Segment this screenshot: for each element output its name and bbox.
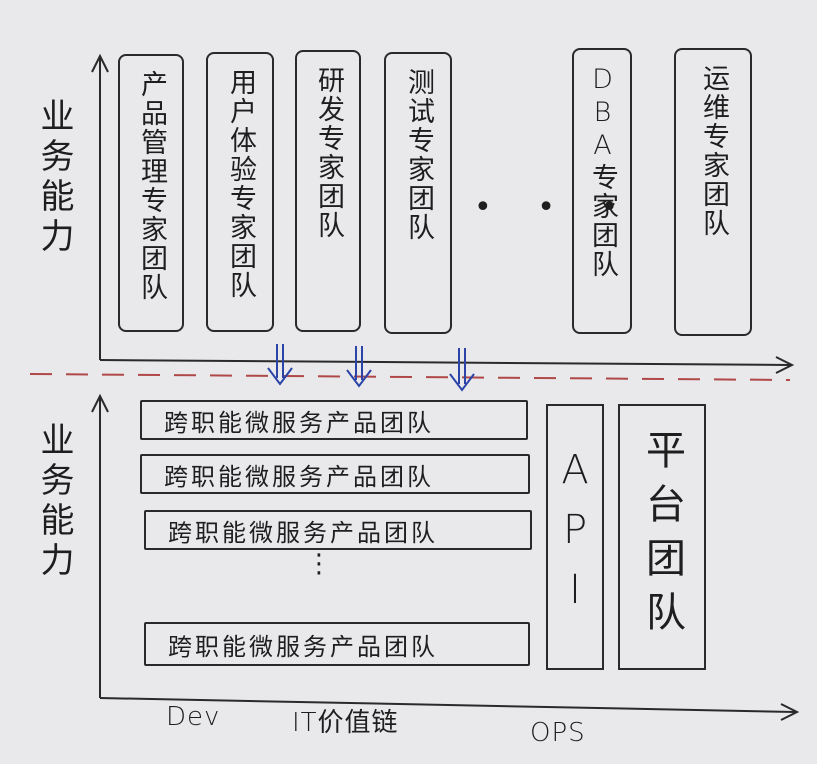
upper-y-arrowhead [91,53,109,73]
lower-y-arrowhead [91,393,109,413]
upper-axis-label: 业务能力 [34,98,74,258]
row-label: 跨职能微服务产品团队 [164,408,434,437]
row-label: 跨职能微服务产品团队 [168,632,438,661]
lower-x-axis [99,697,796,713]
lower-axis-label: 业务能力 [34,422,74,582]
team-label: 测试专家团队 [403,68,434,242]
row-label: 跨职能微服务产品团队 [164,462,434,491]
api-box: API [546,404,604,670]
down-arrow-1 [267,344,293,386]
team-product-management: 产品管理专家团队 [118,54,184,332]
rows-vertical-ellipsis: ⋮ [306,549,332,579]
api-label: API [552,447,598,627]
microservice-team-row-2: 跨职能微服务产品团队 [140,454,530,494]
team-label: 研发专家团队 [313,66,344,240]
x-axis-label-it-value-chain: IT价值链 [292,708,399,738]
microservice-team-row-1: 跨职能微服务产品团队 [140,400,528,440]
team-label: 产品管理专家团队 [136,70,167,302]
row-label: 跨职能微服务产品团队 [168,518,438,547]
team-ops: 运维专家团队 [674,48,752,336]
x-axis-label-ops: OPS [530,718,586,748]
team-rd: 研发专家团队 [295,50,361,332]
down-arrow-3 [449,348,475,392]
team-label: 用户体验专家团队 [225,68,256,300]
microservice-team-row-4: 跨职能微服务产品团队 [144,622,530,666]
x-axis-label-dev: Dev [166,702,221,732]
microservice-team-row-3: 跨职能微服务产品团队 [144,510,532,550]
platform-team-label: 平台团队 [639,429,685,645]
dashed-divider [29,373,791,381]
upper-x-arrowhead [775,356,795,374]
lower-x-arrowhead [780,703,800,721]
platform-team-box: 平台团队 [618,404,706,670]
team-label: DBA专家团队 [587,64,618,279]
team-user-experience: 用户体验专家团队 [206,52,274,332]
down-arrow-2 [346,346,372,388]
team-dba: DBA专家团队 [572,48,632,334]
upper-x-axis [99,359,791,366]
team-testing: 测试专家团队 [384,52,452,334]
team-ellipsis: • • • [474,190,637,225]
team-label: 运维专家团队 [698,64,729,238]
